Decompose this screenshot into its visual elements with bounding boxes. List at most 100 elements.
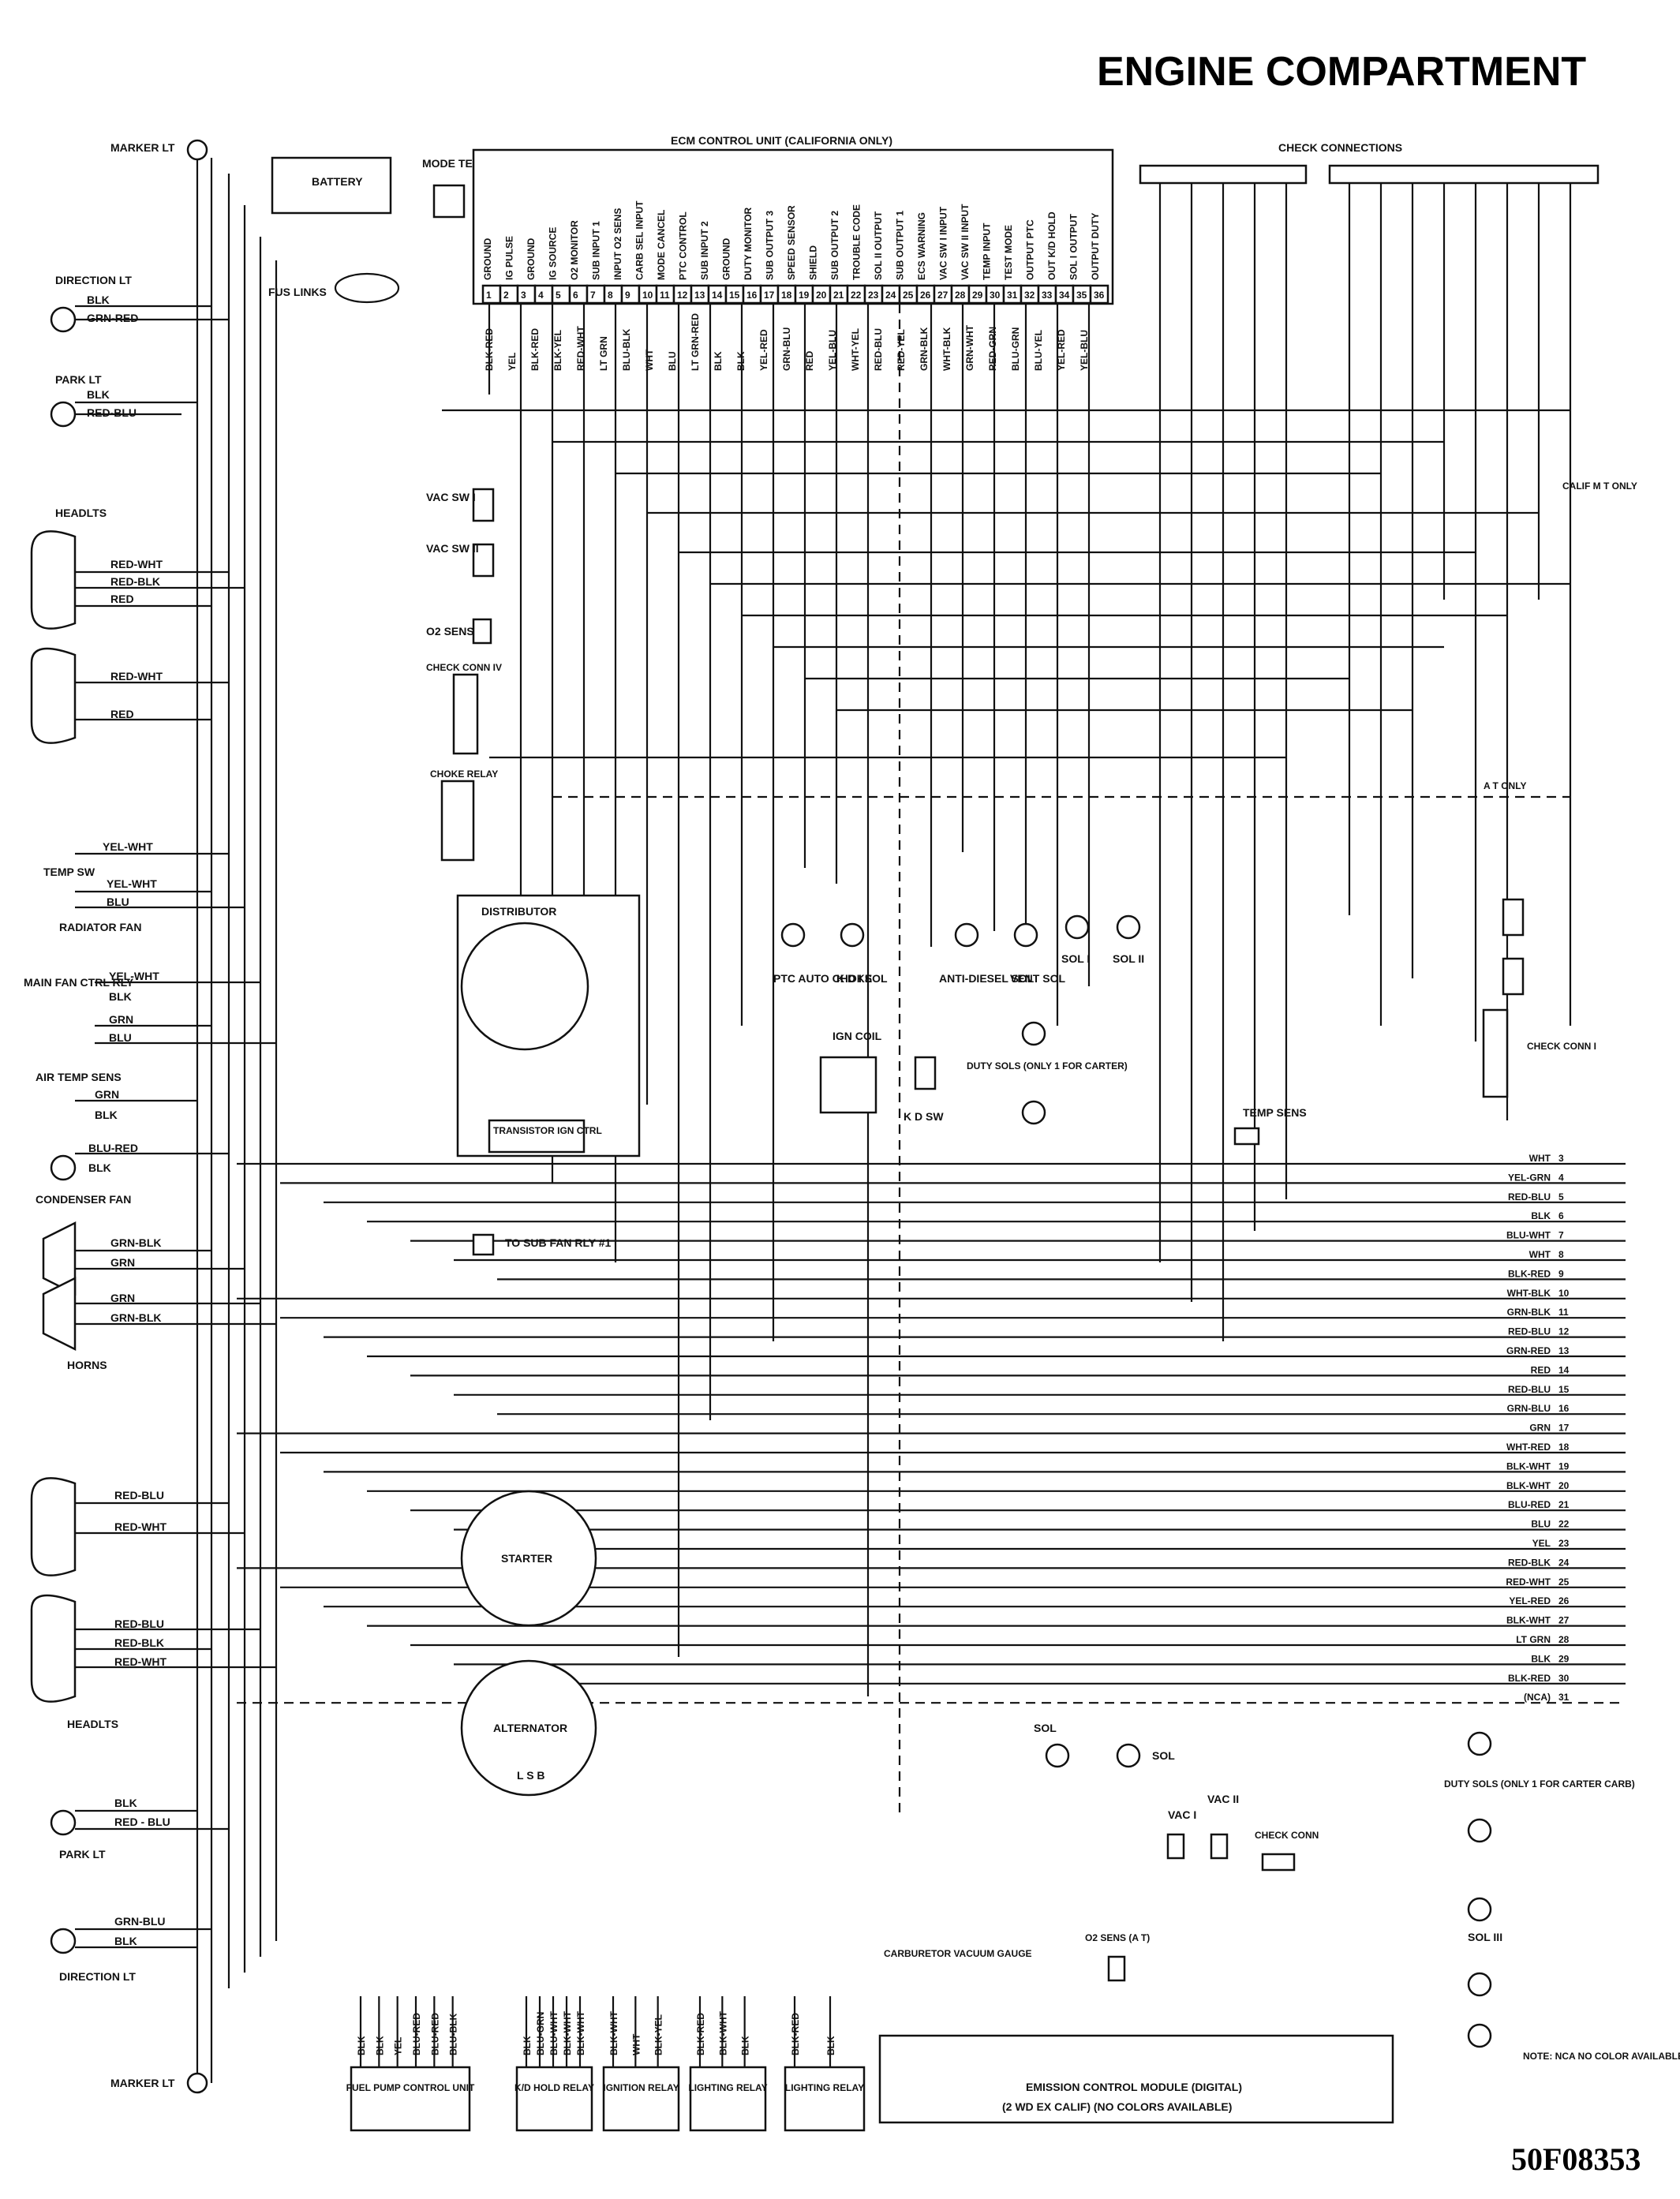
connector-grn-blu	[1502, 957, 1525, 996]
ecm-pin-number: 29	[972, 290, 983, 301]
air-temp-sens-label: AIR TEMP SENS	[36, 1071, 122, 1083]
vac-i	[1166, 1833, 1185, 1860]
cross-runs	[442, 409, 1570, 798]
duty-sol-b	[1021, 1100, 1046, 1125]
relay-wire-color: BLK	[374, 2036, 385, 2055]
connector-wht-yel	[1502, 898, 1525, 937]
headlts-bottom-wire-3: RED-BLU	[114, 1617, 164, 1630]
transistor-label: TRANSISTOR IGN CTRL	[493, 1125, 602, 1136]
bus-line-number: 9	[1558, 1268, 1564, 1279]
headlamp-2	[30, 647, 77, 744]
park-lt-bottom-wire-2: RED - BLU	[114, 1816, 170, 1828]
sol-2	[1116, 914, 1141, 940]
vac-sw-2	[472, 543, 495, 578]
ecm-pin-function: PTC CONTROL	[678, 211, 689, 280]
ecm-wire-color: BLU-GRN	[1010, 327, 1021, 371]
relay-wire-color: BLK-WHT	[608, 2010, 619, 2055]
sol-left	[1045, 1743, 1070, 1768]
bus-line-number: 26	[1558, 1595, 1570, 1606]
ecm-wire-color: WHT-YEL	[850, 328, 861, 371]
headlts-bottom-label: HEADLTS	[67, 1718, 118, 1730]
check-connections: CHECK CONNECTIONS	[1139, 141, 1600, 185]
ecm-pin-function: O2 MONITOR	[569, 220, 580, 280]
ptc-label: PTC AUTO CHOKE	[773, 972, 872, 985]
horns-wire-3: GRN	[110, 1292, 135, 1304]
radiator-fan-wire-1: YEL-WHT	[107, 877, 157, 890]
relay-wire-color: BLU-BLK	[448, 2013, 459, 2055]
park-lt-top-wire-2: RED-BLU	[87, 406, 137, 419]
bus-line-number: 30	[1558, 1673, 1570, 1684]
relay-name: K/D HOLD RELAY	[514, 2082, 594, 2093]
ecm-pin-function: GROUND	[721, 237, 732, 280]
main-fan-relay-label: MAIN FAN CTRL RLY	[24, 976, 134, 989]
check-conn-lower-label: CHECK CONN	[1255, 1830, 1319, 1841]
check-conn-i-label: CHECK CONN I	[1527, 1041, 1596, 1052]
relay-wire-color: BLU-RED	[411, 2013, 422, 2055]
park-lt-top-label: PARK LT	[55, 373, 102, 386]
ecm-pin-number: 27	[937, 290, 949, 301]
park-lt-bottom-label: PARK LT	[59, 1848, 106, 1861]
headlts-bottom-wire-4: RED-BLK	[114, 1636, 164, 1649]
main-fan-relay-wire-3: GRN	[109, 1013, 133, 1026]
headlamp-4	[30, 1594, 77, 1703]
ecm-pin-number: 18	[781, 290, 792, 301]
vac-sw-2-label: VAC SW II	[426, 542, 479, 555]
ecm-pin-function: SPEED SENSOR	[786, 205, 797, 280]
vent-sol	[1013, 922, 1038, 948]
bus-line-color: RED-BLU	[1508, 1326, 1551, 1337]
bus-line-number: 29	[1558, 1653, 1570, 1664]
bus-line-color: RED-BLK	[1508, 1557, 1551, 1568]
ptc-auto-choke	[780, 922, 806, 948]
relay-box	[784, 2066, 866, 2132]
bus-line-color: GRN-BLK	[1507, 1307, 1551, 1318]
sol-1-label: SOL I	[1061, 952, 1090, 965]
ecm-wire-color: YEL-RED	[758, 329, 769, 371]
sol-1-lower	[1467, 2023, 1492, 2048]
bus-line-color: BLK-RED	[1508, 1268, 1551, 1279]
main-fan-relay-wire-1: YEL-WHT	[109, 970, 159, 982]
ecm-wire-color: BLK-RED	[529, 328, 541, 371]
headlts-top-wire-5: RED	[110, 708, 134, 720]
ecm-pin-number: 1	[486, 290, 492, 301]
ecm-pin-function: IG SOURCE	[548, 227, 559, 280]
kd-sw-label: K D SW	[904, 1110, 944, 1123]
relay-wire-color: BLK-RED	[790, 2013, 801, 2055]
ecm-pin-function: SUB INPUT 2	[699, 221, 710, 280]
right-connectors: CHECK CONN I CALIF M T ONLY A T ONLY	[1482, 481, 1637, 1098]
temp-sw-wire: YEL-WHT	[103, 840, 153, 853]
horns-label: HORNS	[67, 1359, 107, 1371]
bus-line-number: 17	[1558, 1423, 1570, 1434]
sol-3-label: SOL III	[1468, 1931, 1502, 1943]
ecm-pin-function: SOL II OUTPUT	[873, 211, 884, 280]
condenser-fan-motor	[50, 1154, 77, 1181]
duty-sol-carter-a	[1467, 1731, 1492, 1756]
bus-line-number: 27	[1558, 1615, 1570, 1626]
sol-right	[1116, 1743, 1141, 1768]
solenoids-row: PTC AUTO CHOKE K D I SOL ANTI-DIESEL SOL…	[773, 914, 1307, 1146]
relay-name: LIGHTING RELAY	[688, 2082, 767, 2093]
bus-line-color: GRN	[1529, 1423, 1551, 1434]
ecm-pin-number: 21	[833, 290, 844, 301]
ecm-pin-number: 14	[712, 290, 723, 301]
bus-line-number: 19	[1558, 1460, 1570, 1472]
emission-control-module: EMISSION CONTROL MODULE (DIGITAL) (2 WD …	[878, 2034, 1394, 2124]
upper-mid-components: VAC SW I VAC SW II O2 SENS CHECK CONN IV…	[426, 488, 502, 862]
ecm-pin-number: 23	[868, 290, 879, 301]
vent-sol-label: VENT SOL	[1010, 972, 1065, 985]
bus-line-color: YEL-RED	[1509, 1595, 1551, 1606]
ecm-pin-number: 16	[746, 290, 758, 301]
left-trunk	[196, 158, 278, 2083]
air-temp-sens-wire-2: BLK	[95, 1109, 118, 1121]
bus-line-color: BLU	[1531, 1519, 1551, 1530]
ecm-title: ECM CONTROL UNIT (CALIFORNIA ONLY)	[671, 134, 892, 147]
o2-sensor	[472, 618, 492, 645]
lamp-symbols	[30, 139, 208, 2094]
relay-wire-color: BLU-RED	[429, 2013, 440, 2055]
bus-line-color: BLK-WHT	[1506, 1460, 1551, 1472]
relay-wire-color: BLU-GRN	[535, 2012, 546, 2055]
sol-2-label: SOL II	[1113, 952, 1144, 965]
temp-sens-label: TEMP SENS	[1243, 1106, 1307, 1119]
ecm-pin-function: DUTY MONITOR	[743, 207, 754, 280]
